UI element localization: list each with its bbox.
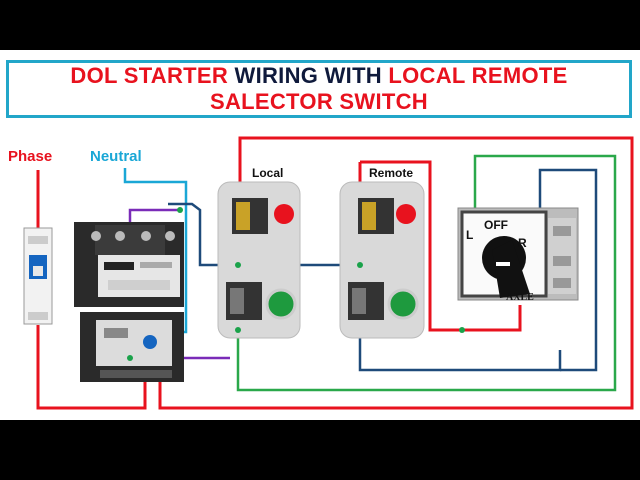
title-line-1: DOL STARTER WIRING WITH LOCAL REMOTE [9,63,629,89]
selector-l-label: L [466,228,474,242]
selector-off-label: OFF [484,218,508,232]
title-part-1: DOL STARTER [70,63,235,88]
remote-start-button [348,282,419,320]
overload-relay [80,312,184,382]
title-box: DOL STARTER WIRING WITH LOCAL REMOTE SAL… [6,60,632,118]
diagram-canvas: DOL STARTER WIRING WITH LOCAL REMOTE SAL… [0,50,640,420]
mcb-breaker [23,227,53,325]
remote-stop-button [358,198,416,234]
selector-brand: AXLE [506,292,534,303]
selector-r-label: R [518,236,527,250]
selector-switch [457,207,579,301]
remote-label: Remote [369,166,414,180]
contactor [74,222,184,307]
title-part-3: LOCAL REMOTE [388,63,568,88]
neutral-label: Neutral [90,148,142,165]
phase-wire [36,136,634,410]
title-line-2: SALECTOR SWITCH [210,89,428,114]
local-label: Local [252,166,284,180]
local-stop-button [232,198,294,234]
junction-dots [127,207,465,361]
title-part-2: WIRING WITH [234,63,389,88]
local-start-button [226,282,297,320]
wiring-diagram [23,136,634,410]
green-wire [236,154,617,392]
phase-label: Phase [8,148,53,165]
